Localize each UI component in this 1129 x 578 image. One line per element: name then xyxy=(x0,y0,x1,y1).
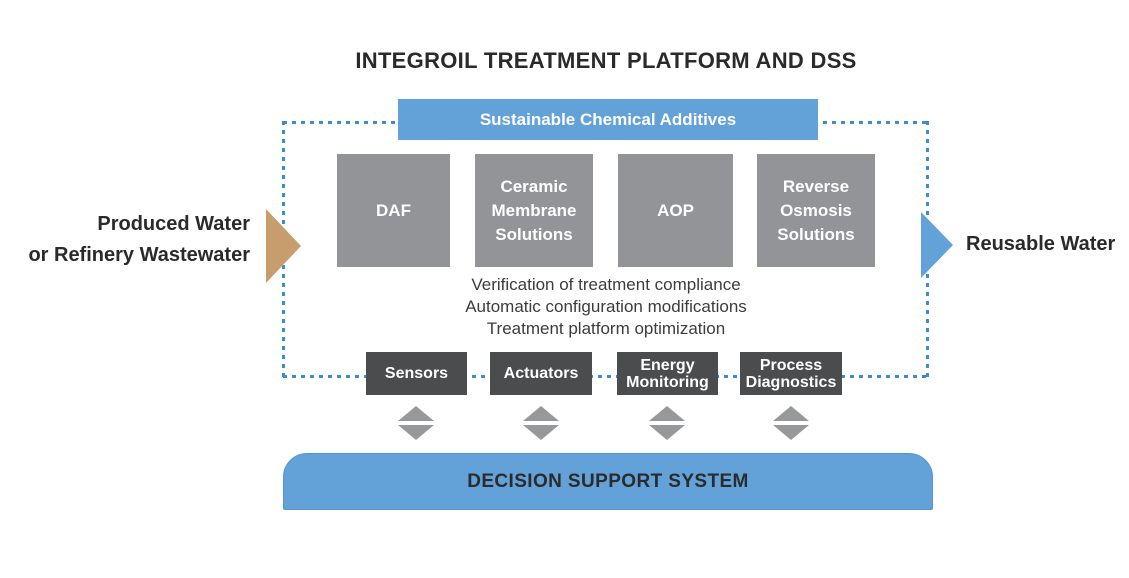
up-arrow-icon xyxy=(649,406,685,421)
up-arrow-icon xyxy=(773,406,809,421)
monitoring-unit-sensors: Sensors xyxy=(366,352,467,395)
down-arrow-icon xyxy=(523,425,559,440)
up-down-arrows-icon xyxy=(523,406,559,440)
down-arrow-icon xyxy=(398,425,434,440)
input-right-arrow-icon xyxy=(266,209,301,283)
treatment-unit-label: AOP xyxy=(657,200,694,220)
down-arrow-icon xyxy=(773,425,809,440)
monitoring-unit-actuators: Actuators xyxy=(490,352,592,395)
dss-function-line: Automatic configuration modifications xyxy=(465,297,747,316)
treatment-unit-reverse-osmosis: Reverse Osmosis Solutions xyxy=(757,154,875,267)
up-down-arrows-icon xyxy=(773,406,809,440)
decision-support-system-bar: DECISION SUPPORT SYSTEM xyxy=(283,453,933,510)
treatment-unit-label: Reverse Osmosis Solutions xyxy=(777,176,855,244)
input-water-label: Produced Water or Refinery Wastewater xyxy=(28,213,250,266)
up-down-arrows-icon xyxy=(649,406,685,440)
output-right-arrow-icon xyxy=(921,212,953,278)
down-arrow-icon xyxy=(649,425,685,440)
up-down-arrows-icon xyxy=(398,406,434,440)
dss-function-line: Treatment platform optimization xyxy=(486,319,726,338)
treatment-unit-label: DAF xyxy=(376,200,411,220)
treatment-unit-ceramic-membrane: Ceramic Membrane Solutions xyxy=(475,154,593,267)
chemical-additives-label: Sustainable Chemical Additives xyxy=(479,109,737,129)
output-water-label: Reusable Water xyxy=(966,233,1116,255)
monitoring-unit-energy-monitoring: Energy Monitoring xyxy=(617,352,718,395)
up-arrow-icon xyxy=(523,406,559,421)
diagram-title: INTEGROIL TREATMENT PLATFORM AND DSS xyxy=(355,48,857,73)
chemical-additives-banner: Sustainable Chemical Additives xyxy=(398,99,818,140)
treatment-unit-daf: DAF xyxy=(337,154,450,267)
up-arrow-icon xyxy=(398,406,434,421)
monitoring-unit-label: Energy Monitoring xyxy=(626,356,709,391)
monitoring-unit-label: Process Diagnostics xyxy=(745,356,837,391)
monitoring-unit-label: Actuators xyxy=(503,365,579,382)
dss-function-list: Verification of treatment compliance Aut… xyxy=(283,274,929,340)
platform-border-bottom xyxy=(283,375,929,378)
treatment-unit-aop: AOP xyxy=(618,154,733,267)
dss-function-line: Verification of treatment compliance xyxy=(471,275,741,294)
dss-label: DECISION SUPPORT SYSTEM xyxy=(467,470,749,492)
treatment-unit-label: Ceramic Membrane Solutions xyxy=(491,176,577,244)
monitoring-unit-label: Sensors xyxy=(384,365,449,382)
monitoring-unit-process-diagnostics: Process Diagnostics xyxy=(740,352,842,395)
